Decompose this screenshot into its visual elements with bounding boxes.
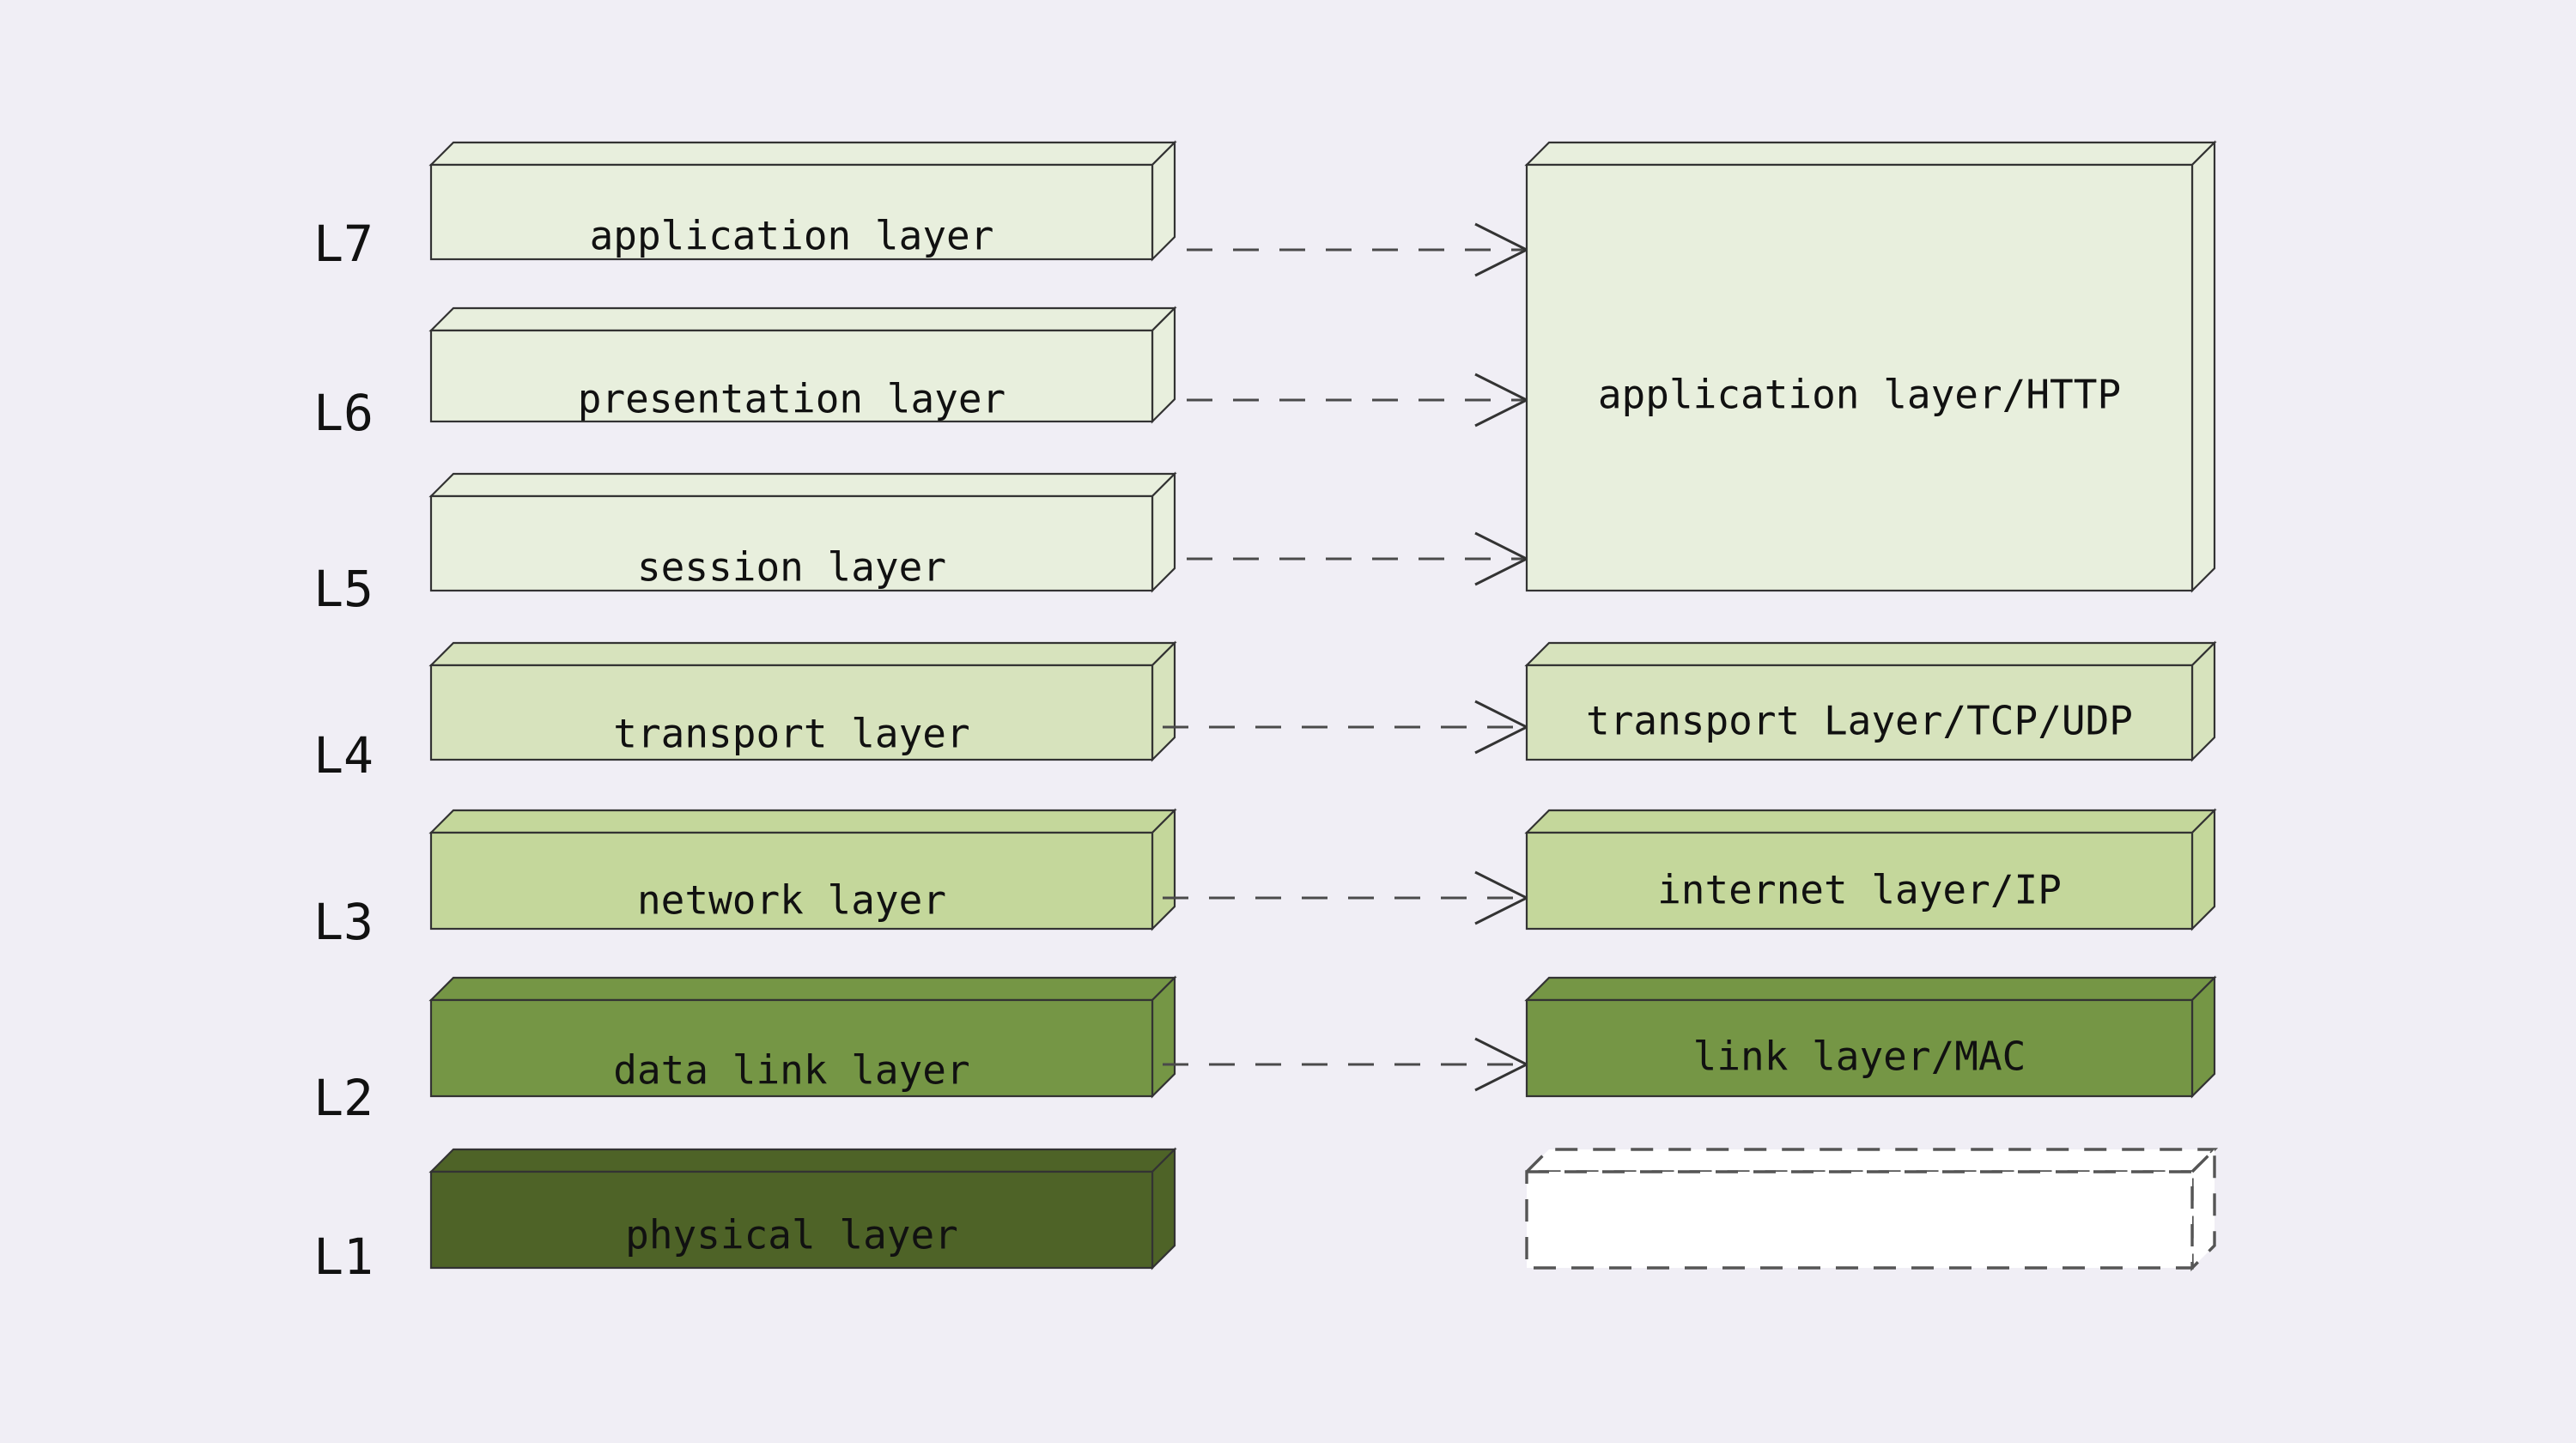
osi-layer-l2[interactable]: data link layer [428,975,1177,1099]
level-label-l5: L5 [313,560,374,618]
tcpip-layer-link-layer-mac[interactable]: link layer/MAC [1524,975,2217,1099]
level-label-l1: L1 [313,1228,374,1286]
osi-stack-group: physical layer data link layer network lay… [428,140,1177,1270]
osi-layer-l1-front-face [429,1170,1154,1270]
osi-layer-l3-top-face [428,809,1177,834]
osi-layer-l2-front-face [429,998,1154,1098]
tcpip-layer-application-layer-http-text: application layer/HTTP [1598,372,2121,418]
tcpip-layer-empty-front-face [1525,1170,2194,1270]
tcpip-layer-application-layer-http-side-face [2190,140,2216,593]
osi-layer-l6[interactable]: presentation layer [428,306,1177,424]
osi-layer-l7-front-face [429,163,1154,261]
tcpip-stack-group: link layer/MAC internet layer/IP transport… [1522,140,2219,1272]
osi-layer-l3-text: network layer [637,877,946,924]
osi-layer-l3-side-face [1151,808,1176,931]
tcpip-layer-application-layer-http-front-face [1525,163,2194,592]
tcpip-layer-empty-side-face [2190,1145,2216,1272]
osi-layer-l2-top-face [428,976,1177,1002]
osi-layer-l7-top-face [428,141,1177,167]
tcpip-layer-internet-layer-ip[interactable]: internet layer/IP [1524,808,2217,931]
tcpip-layer-application-layer-http[interactable]: application layer/HTTP [1524,140,2217,593]
level-label-l3: L3 [313,893,374,951]
osi-layer-l1-top-face [428,1148,1177,1173]
mapping-arrow-2 [1187,373,1530,427]
mapping-arrow-5 [1163,870,1530,925]
tcpip-layer-link-layer-mac-side-face [2190,975,2216,1099]
tcpip-layer-transport-layer-tcp-udp-text: transport Layer/TCP/UDP [1586,698,2133,744]
tcpip-layer-transport-layer-tcp-udp-front-face [1525,664,2194,761]
mapping-arrow-4 [1163,700,1530,755]
osi-layer-l5-top-face [428,472,1177,498]
mapping-arrow-6 [1163,1037,1530,1092]
tcpip-layer-link-layer-mac-front-face [1525,998,2194,1098]
mapping-arrow-1 [1187,222,1530,277]
osi-layer-l2-side-face [1151,975,1176,1099]
mapping-arrow-3 [1187,531,1530,586]
tcpip-layer-internet-layer-ip-text: internet layer/IP [1657,867,2062,913]
level-label-l6: L6 [313,384,374,442]
osi-layer-l6-top-face [428,306,1177,332]
osi-layer-l1-side-face [1151,1147,1176,1270]
osi-layer-l2-text: data link layer [613,1047,969,1094]
osi-layer-l5[interactable]: session layer [428,471,1177,593]
tcpip-layer-internet-layer-ip-front-face [1525,831,2194,931]
tcpip-layer-application-layer-http-top-face [1524,141,2217,167]
osi-layer-l3-front-face [429,831,1154,931]
level-label-l7: L7 [313,215,374,273]
tcpip-layer-internet-layer-ip-top-face [1524,809,2217,834]
tcpip-layer-transport-layer-tcp-udp[interactable]: transport Layer/TCP/UDP [1524,640,2217,762]
mapping-arrows-group [1163,222,1530,1092]
osi-layer-l5-front-face [429,494,1154,592]
tcpip-layer-internet-layer-ip-side-face [2190,808,2216,931]
osi-layer-l3[interactable]: network layer [428,808,1177,931]
tcpip-layer-transport-layer-tcp-udp-top-face [1524,641,2217,667]
tcpip-layer-empty[interactable] [1522,1145,2219,1272]
level-label-l4: L4 [313,726,374,785]
osi-layer-l6-text: presentation layer [578,376,1006,422]
osi-layer-l5-text: session layer [637,544,946,591]
osi-layer-l1[interactable]: physical layer [428,1147,1177,1270]
osi-layer-l4-front-face [429,664,1154,761]
tcpip-layer-empty-top-face [1522,1148,2219,1173]
osi-layer-l6-front-face [429,329,1154,423]
tcpip-layer-link-layer-mac-text: link layer/MAC [1693,1034,2026,1080]
osi-layer-l7[interactable]: application layer [428,140,1177,262]
level-label-l2: L2 [313,1069,374,1127]
osi-layer-l1-text: physical layer [625,1212,958,1258]
tcpip-layer-link-layer-mac-top-face [1524,976,2217,1002]
osi-layer-l4[interactable]: transport layer [428,640,1177,762]
osi-layer-l7-text: application layer [590,213,994,259]
osi-layer-l4-top-face [428,641,1177,667]
osi-layer-l4-text: transport layer [613,711,969,757]
